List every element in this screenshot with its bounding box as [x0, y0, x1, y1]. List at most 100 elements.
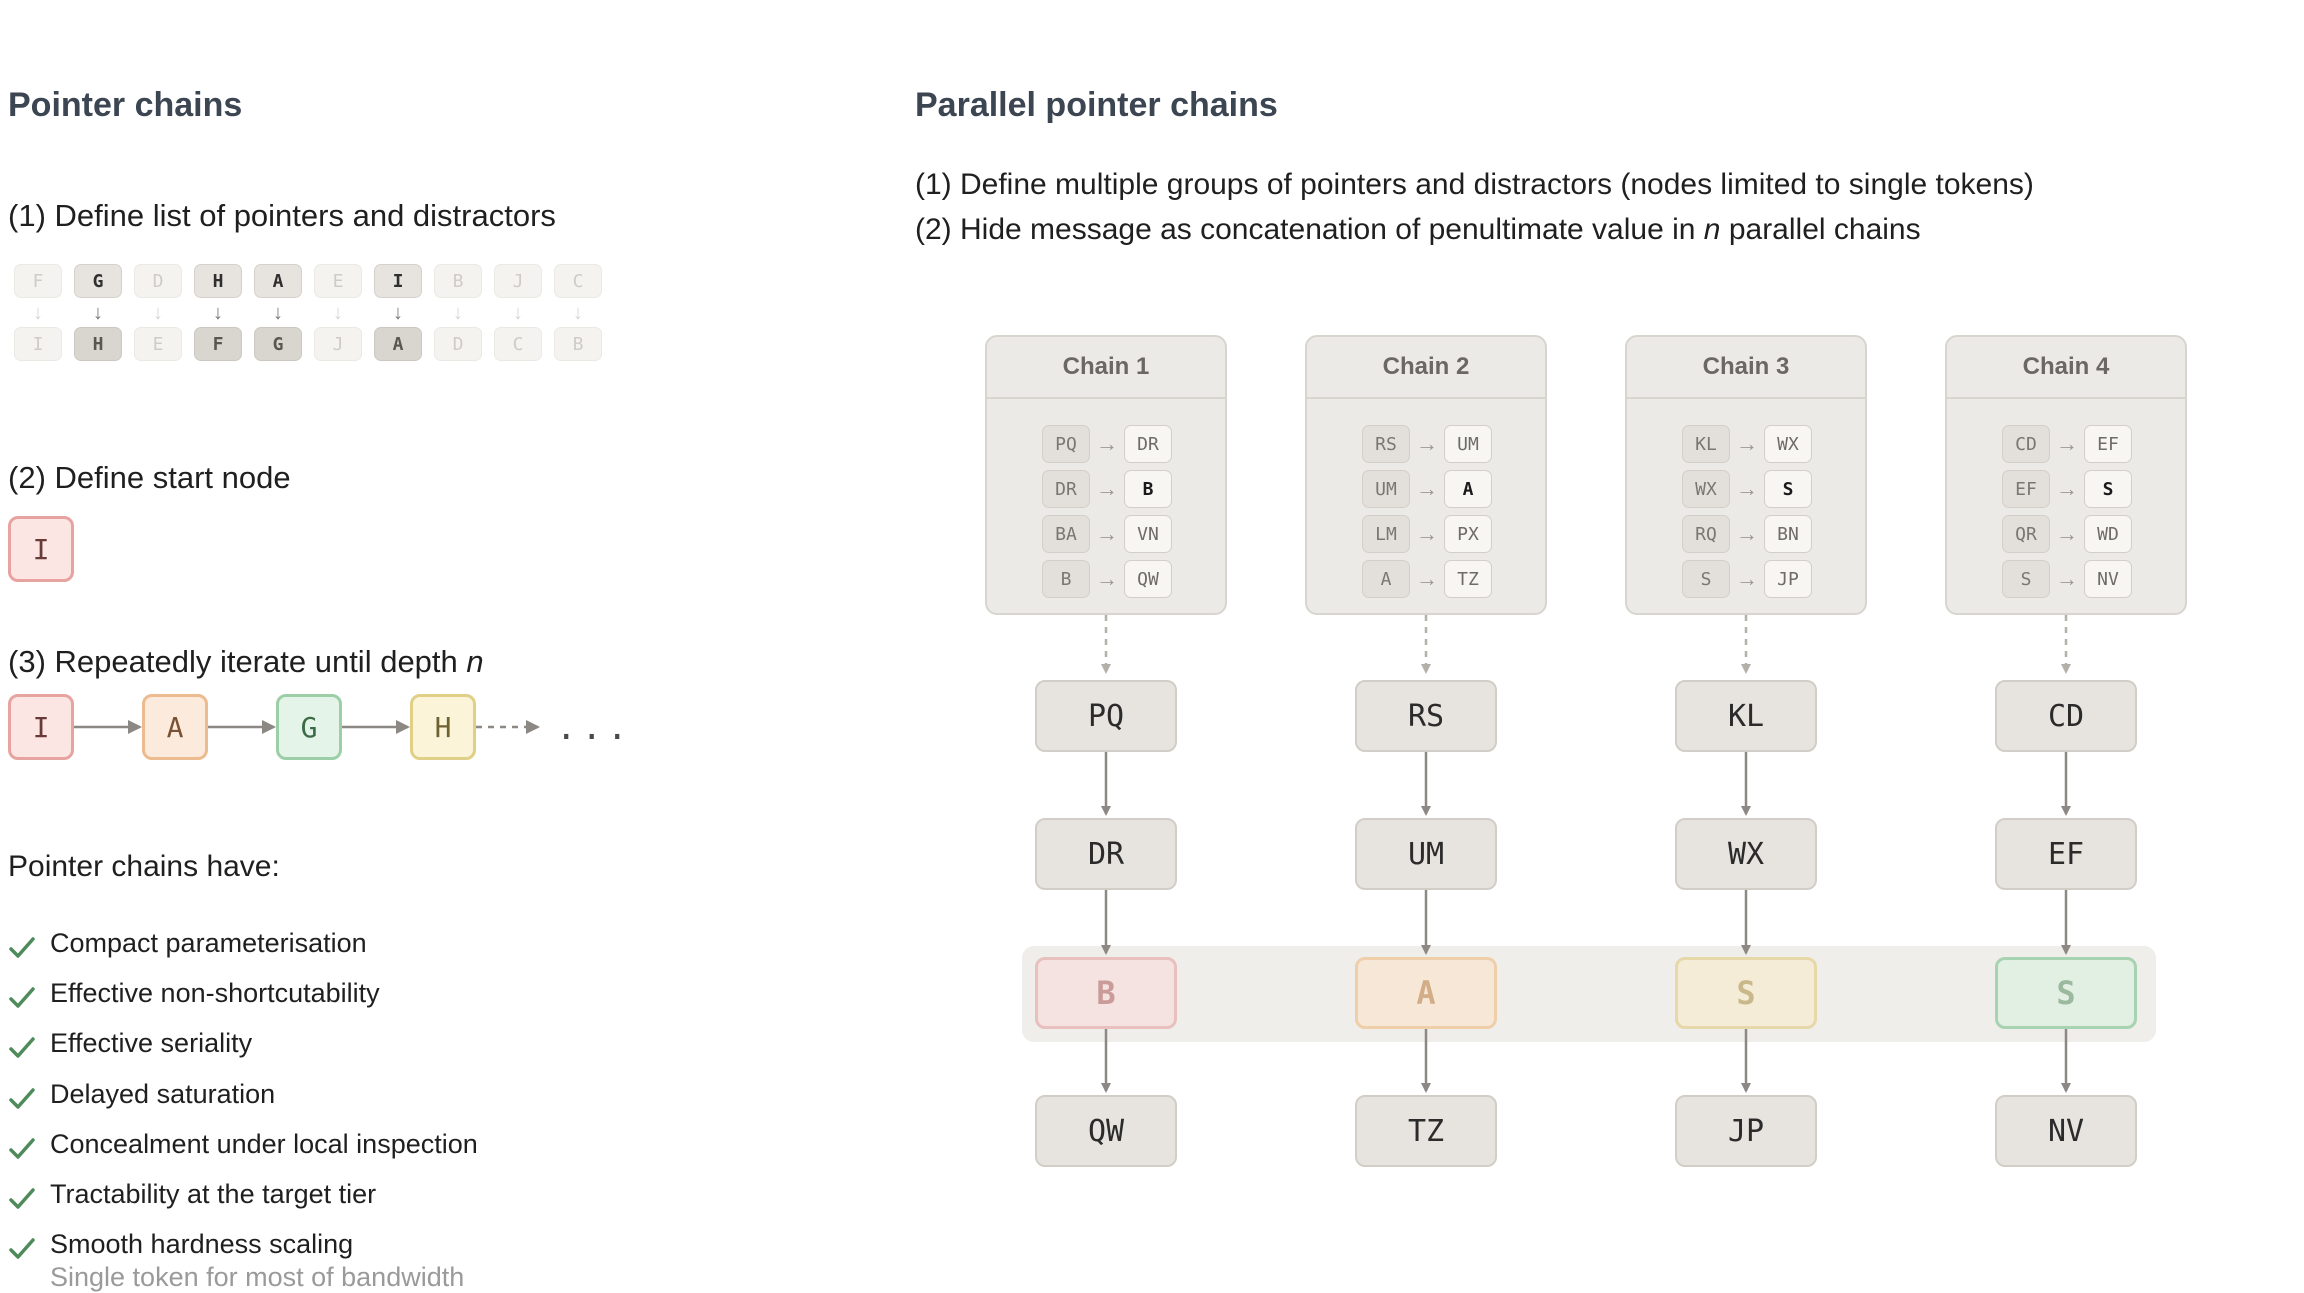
pointer-from-E: E	[314, 264, 362, 298]
pointer-to-E: E	[134, 327, 182, 361]
pointer-arrow-icon: ↓	[153, 302, 163, 324]
check-icon	[9, 937, 35, 958]
pointer-from-F: F	[14, 264, 62, 298]
pointer-pair: S→NV	[2002, 560, 2132, 598]
pointer-to-C: C	[494, 327, 542, 361]
step3-label: (3) Repeatedly iterate until depth n	[8, 644, 484, 680]
pair-from: PQ	[1042, 425, 1090, 463]
arrow-right-icon: →	[2056, 476, 2078, 501]
pair-to: PX	[1444, 515, 1492, 553]
pair-from: A	[1362, 560, 1410, 598]
left-panel-title: Pointer chains	[8, 86, 243, 124]
pair-from: RQ	[1682, 515, 1730, 553]
pointer-from-D: D	[134, 264, 182, 298]
chain-node: RS	[1355, 680, 1497, 752]
pointer-pair: EF→S	[2002, 470, 2132, 508]
right-step2-variable: n	[1703, 213, 1721, 246]
pair-to: TZ	[1444, 560, 1492, 598]
pointer-pair: A→TZ	[1362, 560, 1492, 598]
start-node: I	[8, 516, 74, 582]
pointer-from-I: I	[374, 264, 422, 298]
arrow-right-icon: →	[2056, 521, 2078, 546]
pointer-pair: UM→A	[1362, 470, 1492, 508]
pointer-pair: WX→S	[1682, 470, 1812, 508]
chain-node-I: I	[8, 694, 74, 760]
pointer-arrow-icon: ↓	[213, 302, 223, 324]
check-icon	[9, 1138, 35, 1159]
pair-from: KL	[1682, 425, 1730, 463]
chain-node-G: G	[276, 694, 342, 760]
pointer-from-J: J	[494, 264, 542, 298]
pointer-arrow-icon: ↓	[513, 302, 523, 324]
right-step1-label: (1) Define multiple groups of pointers a…	[915, 168, 2034, 201]
pair-to: JP	[1764, 560, 1812, 598]
property-item: Effective seriality	[50, 1028, 253, 1059]
arrow-right-icon: →	[1096, 476, 1118, 501]
pair-from: B	[1042, 560, 1090, 598]
chain-node: EF	[1995, 818, 2137, 890]
pointer-from-C: C	[554, 264, 602, 298]
pair-from: UM	[1362, 470, 1410, 508]
arrow-right-icon: →	[1416, 431, 1438, 456]
hidden-node: S	[1995, 957, 2137, 1029]
pointer-from-H: H	[194, 264, 242, 298]
pointer-arrow-icon: ↓	[453, 302, 463, 324]
pointer-arrow-icon: ↓	[273, 302, 283, 324]
pointer-pair: S→JP	[1682, 560, 1812, 598]
pointer-to-D: D	[434, 327, 482, 361]
pointer-to-J: J	[314, 327, 362, 361]
pair-to: WD	[2084, 515, 2132, 553]
step2-label: (2) Define start node	[8, 460, 291, 495]
chain-box: Chain 4 CD→EF EF→S QR→WD S→NV	[1945, 335, 2187, 615]
arrow-right-icon: →	[1736, 476, 1758, 501]
pair-from: DR	[1042, 470, 1090, 508]
hidden-message-band	[1022, 946, 2156, 1042]
pair-to: A	[1444, 470, 1492, 508]
chain-ellipsis: ...	[556, 708, 633, 748]
chain-node: UM	[1355, 818, 1497, 890]
pointer-arrow-icon: ↓	[333, 302, 343, 324]
pair-to: BN	[1764, 515, 1812, 553]
pair-to: VN	[1124, 515, 1172, 553]
pointer-pair: KL→WX	[1682, 425, 1812, 463]
pointer-to-A: A	[374, 327, 422, 361]
right-step2-label: (2) Hide message as concatenation of pen…	[915, 213, 1921, 247]
pointer-to-B: B	[554, 327, 602, 361]
arrow-right-icon: →	[1736, 566, 1758, 591]
arrow-right-icon: →	[1416, 521, 1438, 546]
pair-from: S	[2002, 560, 2050, 598]
check-icon	[9, 1087, 35, 1109]
pair-to: QW	[1124, 560, 1172, 598]
step1-label: (1) Define list of pointers and distract…	[8, 198, 556, 233]
pointer-arrow-icon: ↓	[393, 302, 403, 324]
pair-from: QR	[2002, 515, 2050, 553]
chain-header: Chain 1	[987, 337, 1225, 399]
pair-from: S	[1682, 560, 1730, 598]
properties-title: Pointer chains have:	[8, 850, 280, 883]
pair-to: S	[1764, 470, 1812, 508]
check-icon	[9, 987, 35, 1008]
chain-header: Chain 4	[1947, 337, 2185, 399]
check-icon	[9, 1188, 35, 1209]
chain-node: CD	[1995, 680, 2137, 752]
pair-from: RS	[1362, 425, 1410, 463]
pair-from: WX	[1682, 470, 1730, 508]
pointer-from-B: B	[434, 264, 482, 298]
arrow-right-icon: →	[1736, 521, 1758, 546]
pointer-pair: CD→EF	[2002, 425, 2132, 463]
chain-node: JP	[1675, 1095, 1817, 1167]
pair-to: S	[2084, 470, 2132, 508]
check-icon	[9, 1037, 35, 1059]
chain-node: WX	[1675, 818, 1817, 890]
pointer-pair: RS→UM	[1362, 425, 1492, 463]
chain-node: QW	[1035, 1095, 1177, 1167]
pointer-to-H: H	[74, 327, 122, 361]
arrow-right-icon: →	[1096, 521, 1118, 546]
pair-from: BA	[1042, 515, 1090, 553]
chain-node: TZ	[1355, 1095, 1497, 1167]
property-cut-off: Single token for most of bandwidth	[50, 1262, 465, 1292]
arrow-right-icon: →	[1416, 566, 1438, 591]
pointer-from-A: A	[254, 264, 302, 298]
pair-to: UM	[1444, 425, 1492, 463]
property-item: Tractability at the target tier	[50, 1179, 377, 1209]
